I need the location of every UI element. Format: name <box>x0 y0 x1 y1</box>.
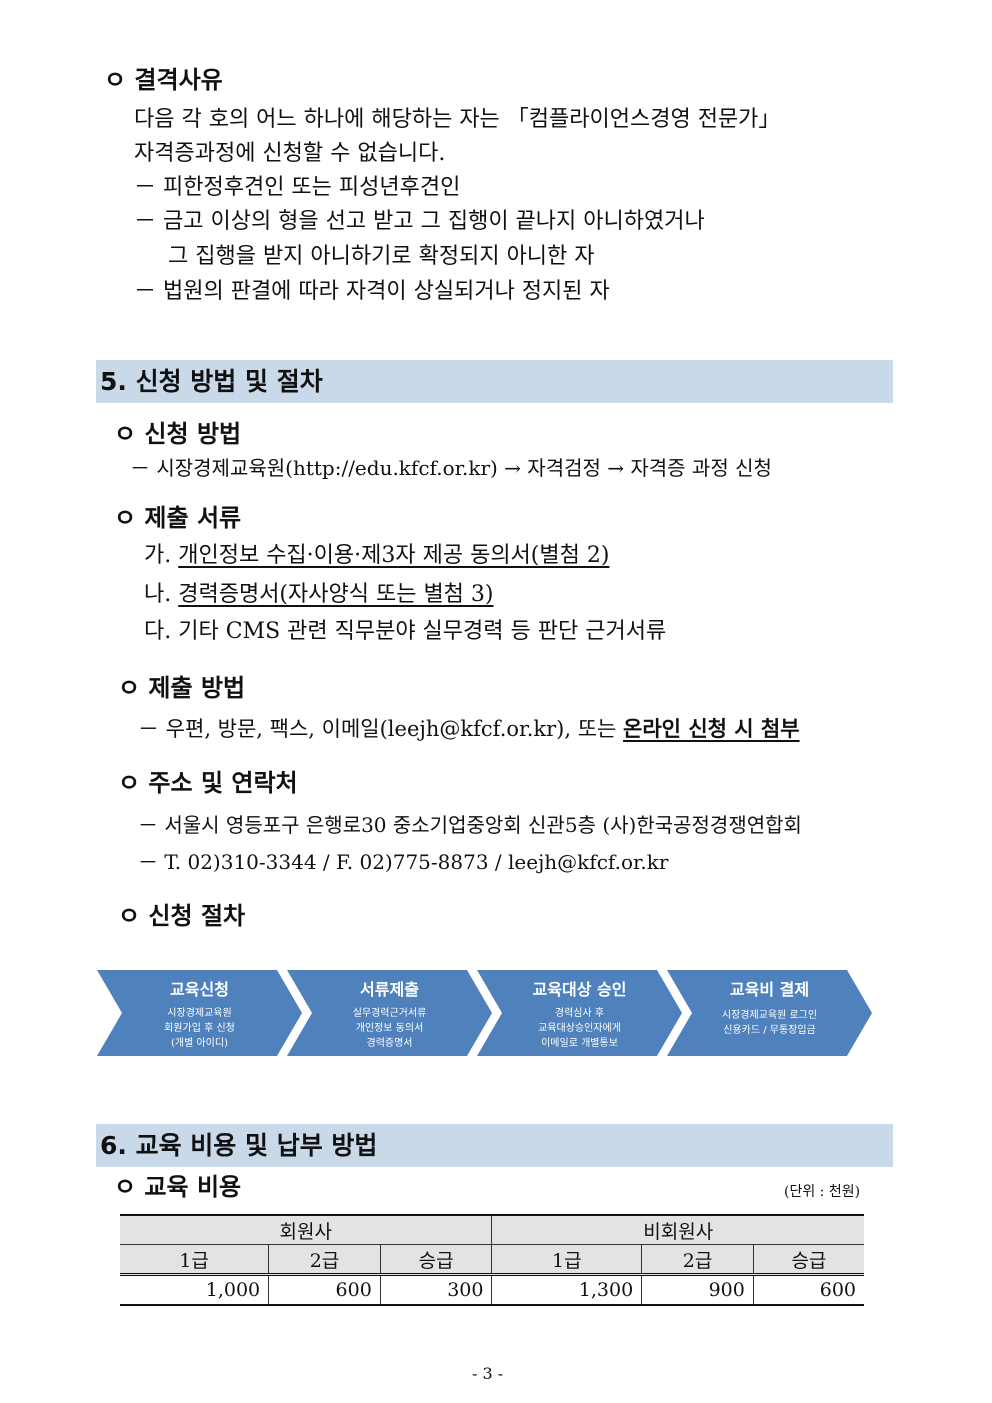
step-desc: 시장경제교육원 로그인 <box>721 1010 818 1021</box>
section-6-heading: 6. 교육 비용 및 납부 방법 <box>96 1124 893 1167</box>
step-desc: 신용카드 / 무통장입금 <box>723 1025 816 1036</box>
method-title: ㅇ 신청 방법 <box>114 419 242 448</box>
method-text: － 시장경제교육원(http://edu.kfcf.or.kr) → 자격검정 … <box>130 456 772 480</box>
group-header: 회원사 <box>120 1214 493 1245</box>
cost-value: 600 <box>268 1273 381 1306</box>
step-desc: 실무경력근거서류 <box>352 1008 427 1019</box>
cost-value: 900 <box>641 1273 754 1306</box>
doc-item: 나. 경력증명서(자사양식 또는 별첨 3) <box>144 582 494 607</box>
section-5-heading: 5. 신청 방법 및 절차 <box>96 360 893 403</box>
disq-item: － 피한정후견인 또는 피성년후견인 <box>134 175 461 200</box>
cost-value: 600 <box>752 1273 864 1306</box>
step-title: 교육대상 승인 <box>532 980 627 999</box>
cost-title: ㅇ 교육 비용 <box>114 1172 242 1201</box>
grade-header: 승급 <box>752 1244 864 1275</box>
disq-title: ㅇ 결격사유 <box>104 65 223 94</box>
step-desc: 시장경제교육원 <box>167 1008 232 1019</box>
addr-text: － 서울시 영등포구 은행로30 중소기업중앙회 신관5층 (사)한국공정경쟁연… <box>138 813 802 837</box>
disq-intro: 자격증과정에 신청할 수 없습니다. <box>134 141 446 166</box>
cost-value: 1,300 <box>491 1273 643 1306</box>
chevron-shape <box>97 970 302 1056</box>
submit-text: － 우편, 방문, 팩스, 이메일(leejh@kfcf.or.kr), 또는 … <box>138 716 800 741</box>
step-desc: (개별 아이디) <box>171 1038 228 1049</box>
disq-item: － 법원의 판결에 따라 자격이 상실되거나 정지된 자 <box>134 279 610 304</box>
step-desc: 회원가입 후 신청 <box>164 1023 235 1034</box>
step-desc: 교육대상승인자에게 <box>538 1023 621 1034</box>
step-desc: 경력증명서 <box>366 1038 413 1049</box>
unit-note: (단위 : 천원) <box>784 1184 861 1200</box>
step-title: 교육신청 <box>170 980 229 999</box>
proc-title: ㅇ 신청 절차 <box>118 901 246 930</box>
disq-intro: 다음 각 호의 어느 하나에 해당하는 자는 「컴플라이언스경영 전문가」 <box>134 107 781 132</box>
chevron-shape <box>667 970 872 1056</box>
cost-value: 1,000 <box>120 1273 270 1306</box>
chevron-shape <box>477 970 682 1056</box>
grade-header: 1급 <box>120 1244 270 1275</box>
cost-value: 300 <box>379 1273 493 1306</box>
disq-item: － 금고 이상의 형을 선고 받고 그 집행이 끝나지 아니하였거나 <box>134 209 705 234</box>
step-title: 서류제출 <box>360 980 419 999</box>
grade-header: 1급 <box>491 1244 643 1275</box>
disq-item: 그 집행을 받지 아니하기로 확정되지 아니한 자 <box>168 244 595 269</box>
chevron-shape <box>287 970 492 1056</box>
doc-item: 다. 기타 CMS 관련 직무분야 실무경력 등 판단 근거서류 <box>144 619 667 644</box>
step-desc: 개인정보 동의서 <box>355 1023 424 1034</box>
grade-header: 2급 <box>268 1244 381 1275</box>
addr-title: ㅇ 주소 및 연락처 <box>118 768 298 797</box>
grade-header: 2급 <box>641 1244 754 1275</box>
doc-item: 가. 개인정보 수집·이용·제3자 제공 동의서(별첨 2) <box>144 543 610 568</box>
grade-header: 승급 <box>379 1244 493 1275</box>
step-title: 교육비 결제 <box>729 980 810 999</box>
page-number: - 3 - <box>472 1364 504 1383</box>
step-desc: 경력심사 후 <box>554 1008 605 1019</box>
contact-text: － T. 02)310-3344 / F. 02)775-8873 / leej… <box>138 850 669 874</box>
docs-title: ㅇ 제출 서류 <box>114 503 242 532</box>
group-header: 비회원사 <box>491 1214 864 1245</box>
step-desc: 이메일로 개별통보 <box>541 1038 618 1049</box>
submit-title: ㅇ 제출 방법 <box>118 673 246 702</box>
